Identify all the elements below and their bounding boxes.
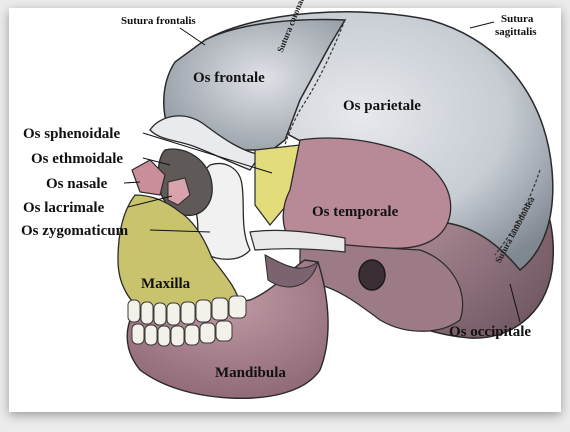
label-os-zygomaticum: Os zygomaticum [21,223,128,240]
label-os-parietale: Os parietale [343,98,421,115]
label-os-frontale: Os frontale [193,70,265,87]
label-os-occipitale: Os occipitale [449,324,531,341]
label-mandibula: Mandibula [215,365,286,382]
label-sutura-sagittalis-1: Sutura [501,13,533,25]
ear-canal [359,260,385,290]
label-os-ethmoidale: Os ethmoidale [31,151,123,168]
label-os-sphenoidale: Os sphenoidale [23,126,120,143]
label-sutura-frontalis: Sutura frontalis [121,15,196,27]
label-os-lacrimale: Os lacrimale [23,200,104,217]
label-maxilla: Maxilla [141,276,190,293]
figure-card: Sutura frontalis Sutura sagittalis Os fr… [9,8,561,412]
label-os-temporale: Os temporale [312,204,398,221]
label-sutura-sagittalis-2: sagittalis [495,26,537,38]
label-os-nasale: Os nasale [46,176,107,193]
